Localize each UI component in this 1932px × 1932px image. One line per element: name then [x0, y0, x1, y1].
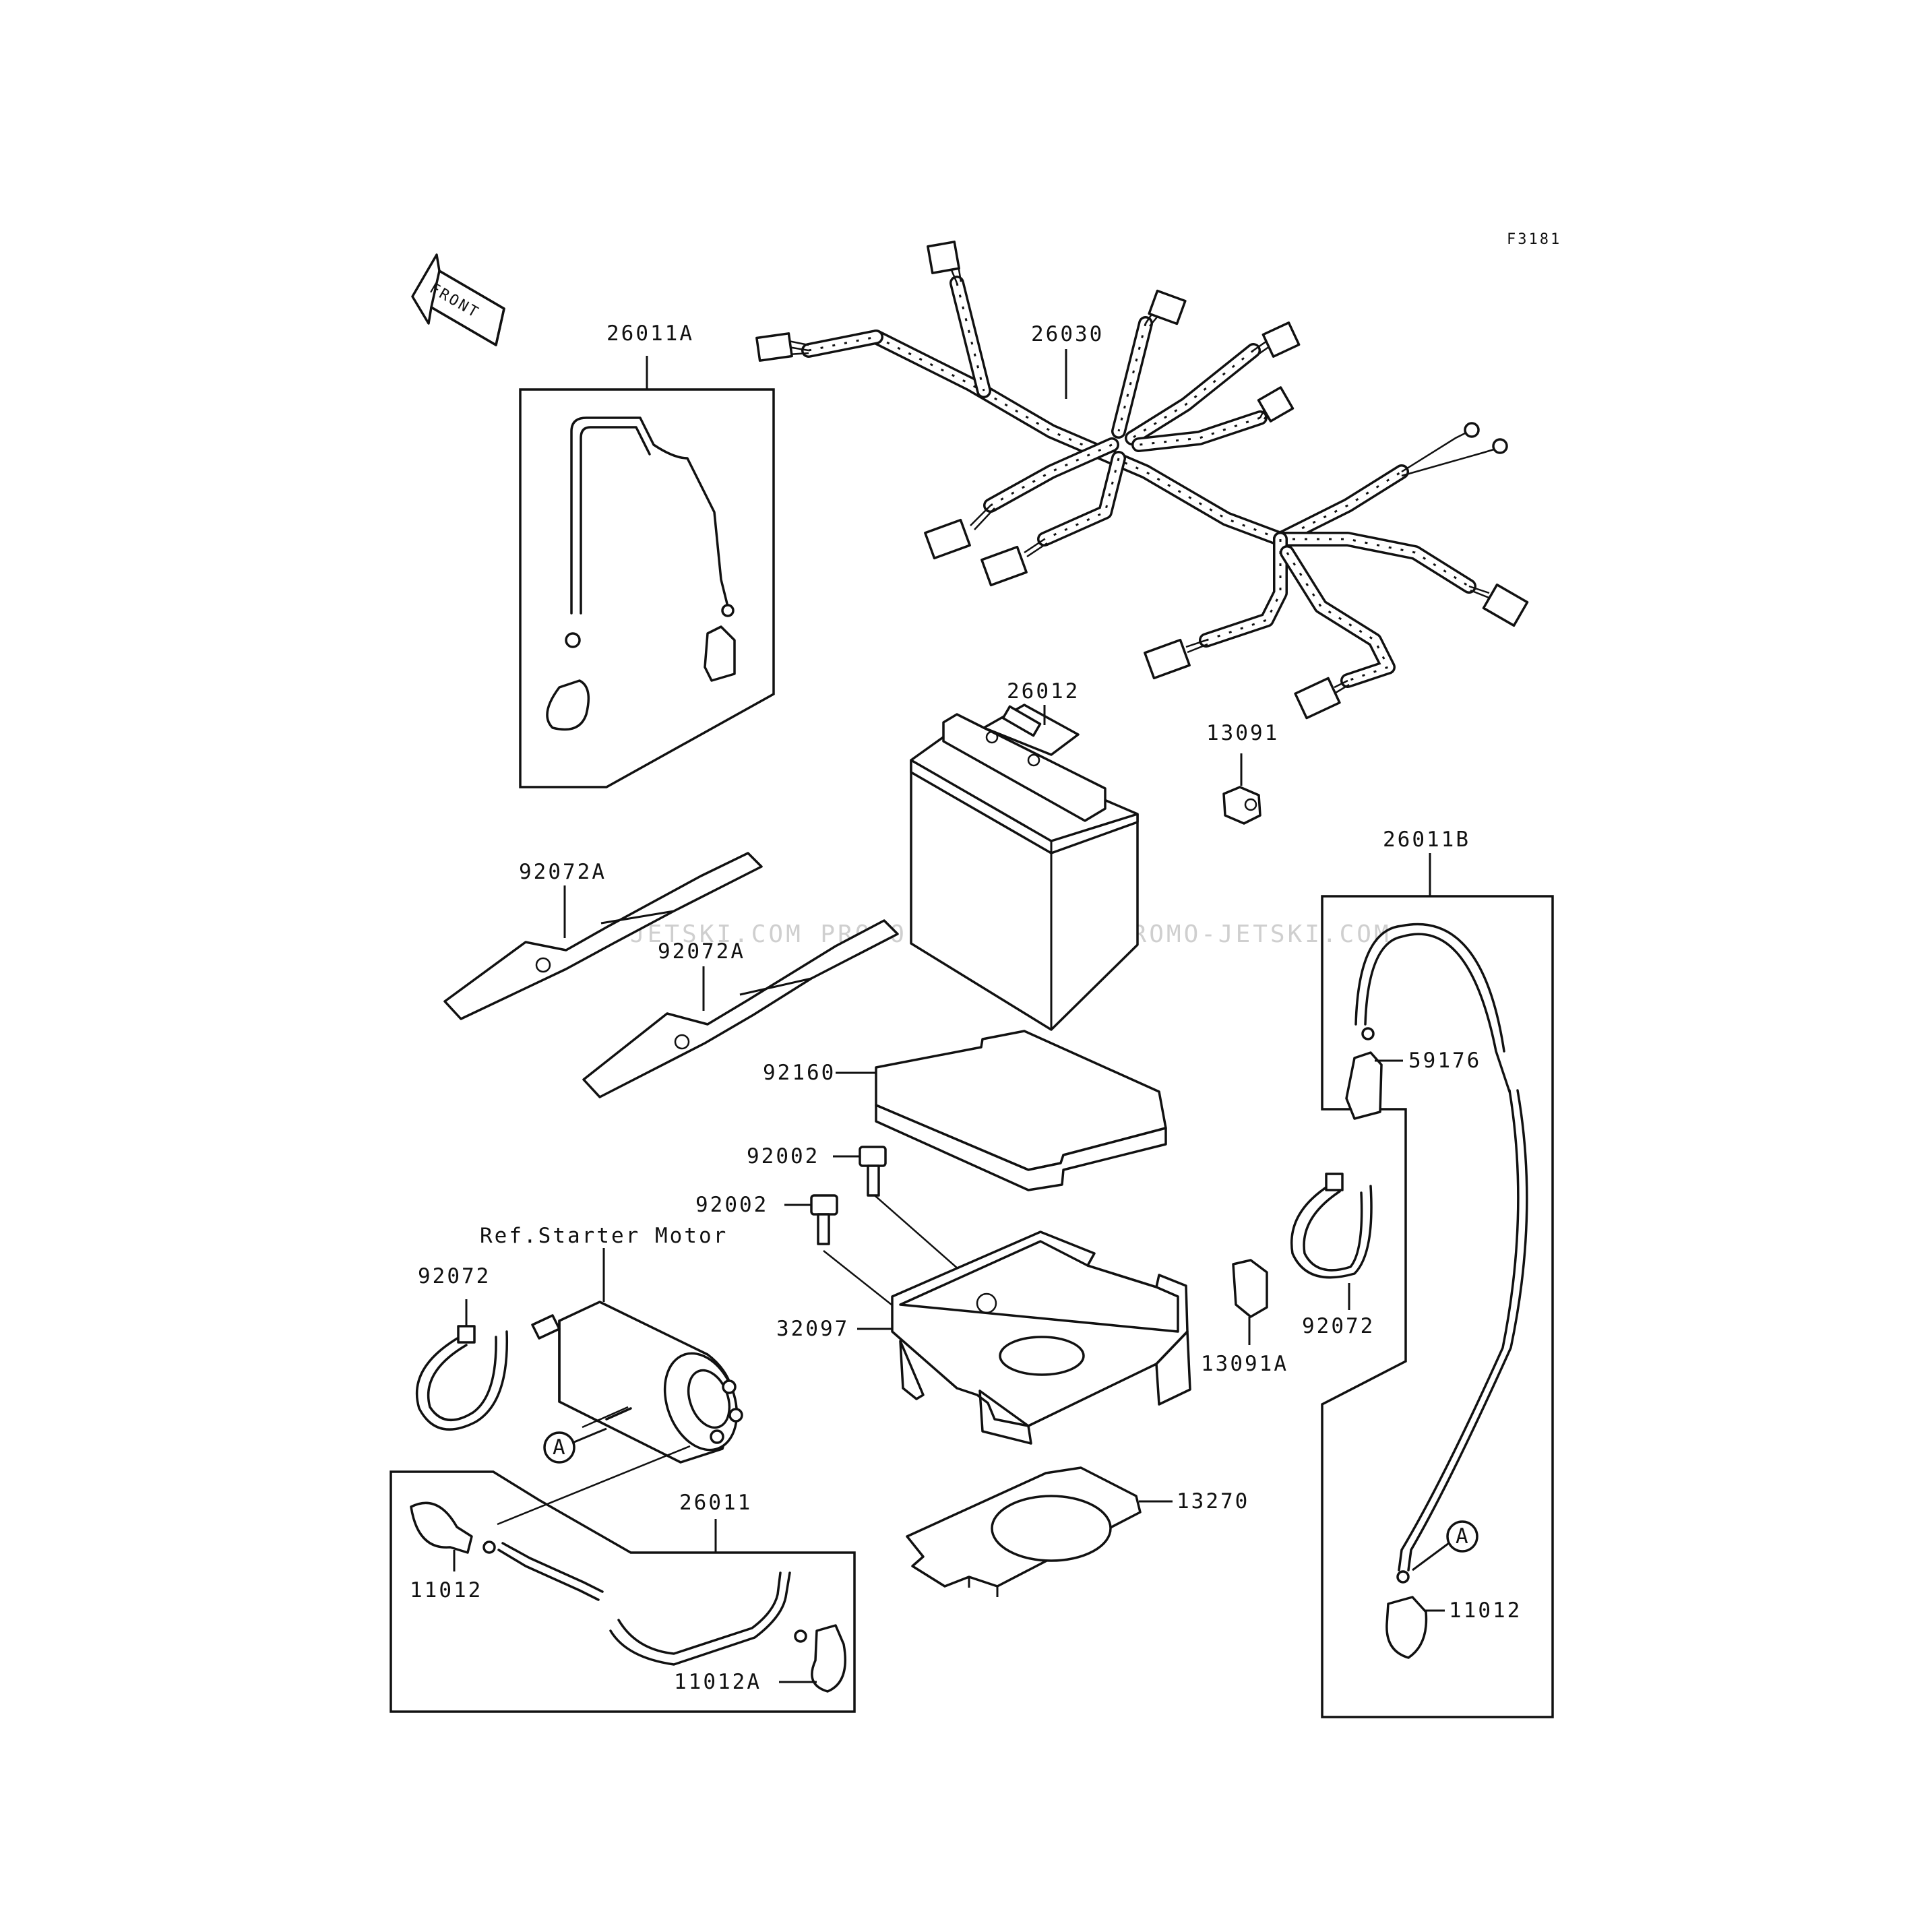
callout-a-right-label: A [1456, 1524, 1470, 1549]
cable-group-26011A [519, 388, 775, 788]
label-26011B: 26011B [1383, 828, 1470, 852]
label-59176: 59176 [1408, 1049, 1481, 1073]
label-13270: 13270 [1177, 1489, 1249, 1514]
callout-a-right-icon [1446, 1520, 1478, 1553]
label-92002-1: 92002 [747, 1144, 819, 1168]
cap-13091 [1222, 786, 1261, 825]
ref-starter-motor-label: Ref.Starter Motor [480, 1224, 728, 1248]
label-13091A: 13091A [1201, 1352, 1288, 1376]
label-26030: 26030 [1031, 322, 1104, 346]
label-26011: 26011 [679, 1491, 752, 1515]
tray-32097 [891, 1230, 1191, 1445]
strap-92072-right [1290, 1173, 1373, 1279]
front-arrow-icon: FRONT [411, 253, 505, 346]
bolt-92002-lower [810, 1194, 902, 1313]
pad-92160 [875, 1030, 1167, 1191]
label-32097: 32097 [776, 1317, 849, 1341]
strap-92072-left [415, 1325, 509, 1431]
label-26012: 26012 [1007, 679, 1080, 704]
callout-a-left-icon [543, 1431, 575, 1464]
label-92160: 92160 [763, 1061, 836, 1085]
battery-26012 [910, 704, 1139, 1031]
figure-code: F3181 [1507, 231, 1561, 248]
label-11012-1: 11012 [410, 1578, 482, 1602]
strap-92072A-lower [582, 919, 899, 1098]
wiring-harness-26030 [755, 241, 1529, 720]
label-92002-2: 92002 [695, 1193, 768, 1217]
label-92072A-2: 92072A [658, 939, 745, 964]
cable-group-26011 [389, 1445, 856, 1713]
label-92072-1: 92072 [418, 1264, 491, 1288]
plate-13270 [906, 1466, 1142, 1597]
cable-group-26011B [1321, 895, 1554, 1718]
label-92072-2: 92072 [1302, 1314, 1375, 1338]
label-26011A: 26011A [606, 321, 694, 346]
cap-13091A [1232, 1259, 1268, 1318]
callout-a-left-label: A [553, 1435, 567, 1460]
strap-92072A-upper [443, 852, 763, 1020]
label-11012A: 11012A [674, 1670, 761, 1694]
label-92072A-1: 92072A [519, 860, 606, 884]
label-11012-2: 11012 [1449, 1598, 1522, 1623]
label-13091: 13091 [1206, 721, 1279, 745]
starter-motor [531, 1301, 743, 1464]
